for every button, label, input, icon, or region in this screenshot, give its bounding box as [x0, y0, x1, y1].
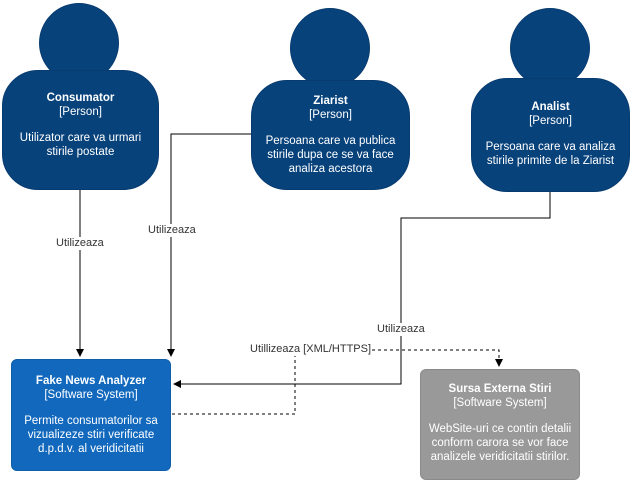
person-title: Analist [531, 101, 570, 113]
system-title: Sursa Externa Stiri [448, 383, 552, 395]
label-consumator-uses: Utilizeaza [56, 237, 104, 250]
person-description: Persoana care va analiza stirile primite… [485, 141, 616, 167]
person-title: Ziarist [313, 95, 348, 107]
consumator-head [39, 3, 119, 83]
person-ziarist: Ziarist [Person] Persoana care va public… [251, 80, 410, 190]
analist-head [510, 8, 590, 88]
system-description: WebSite-uri ce contin detalii conform ca… [428, 423, 572, 463]
person-type: [Person] [59, 106, 102, 118]
person-description: Utilizator care va urmari stirile postat… [19, 132, 142, 158]
label-fna-to-external: Utillizeaza [XML/HTTPS] [250, 343, 372, 356]
person-description: Persoana care va publica stirile dupa ce… [265, 135, 396, 175]
label-analist-uses: Utilizeaza [377, 323, 425, 336]
ziarist-head [290, 8, 370, 88]
system-fake-news-analyzer: Fake News Analyzer [Software System] Per… [11, 359, 171, 471]
person-type: [Person] [529, 115, 572, 127]
person-title: Consumator [46, 92, 115, 104]
system-type: [Software System] [453, 397, 547, 409]
person-consumator: Consumator [Person] Utilizator care va u… [2, 70, 159, 190]
system-description: Permite consumatorilor sa vizualizeze st… [24, 415, 158, 455]
label-ziarist-uses: Utilizeaza [148, 224, 196, 237]
edge-analist-to-fna [173, 192, 551, 388]
system-sursa-externa-stiri: Sursa Externa Stiri [Software System] We… [420, 369, 580, 480]
system-type: [Software System] [44, 389, 138, 401]
person-analist: Analist [Person] Persoana care va analiz… [471, 78, 630, 192]
system-title: Fake News Analyzer [35, 375, 147, 387]
person-type: [Person] [309, 109, 352, 121]
edge-ziarist-to-fna [167, 133, 252, 357]
